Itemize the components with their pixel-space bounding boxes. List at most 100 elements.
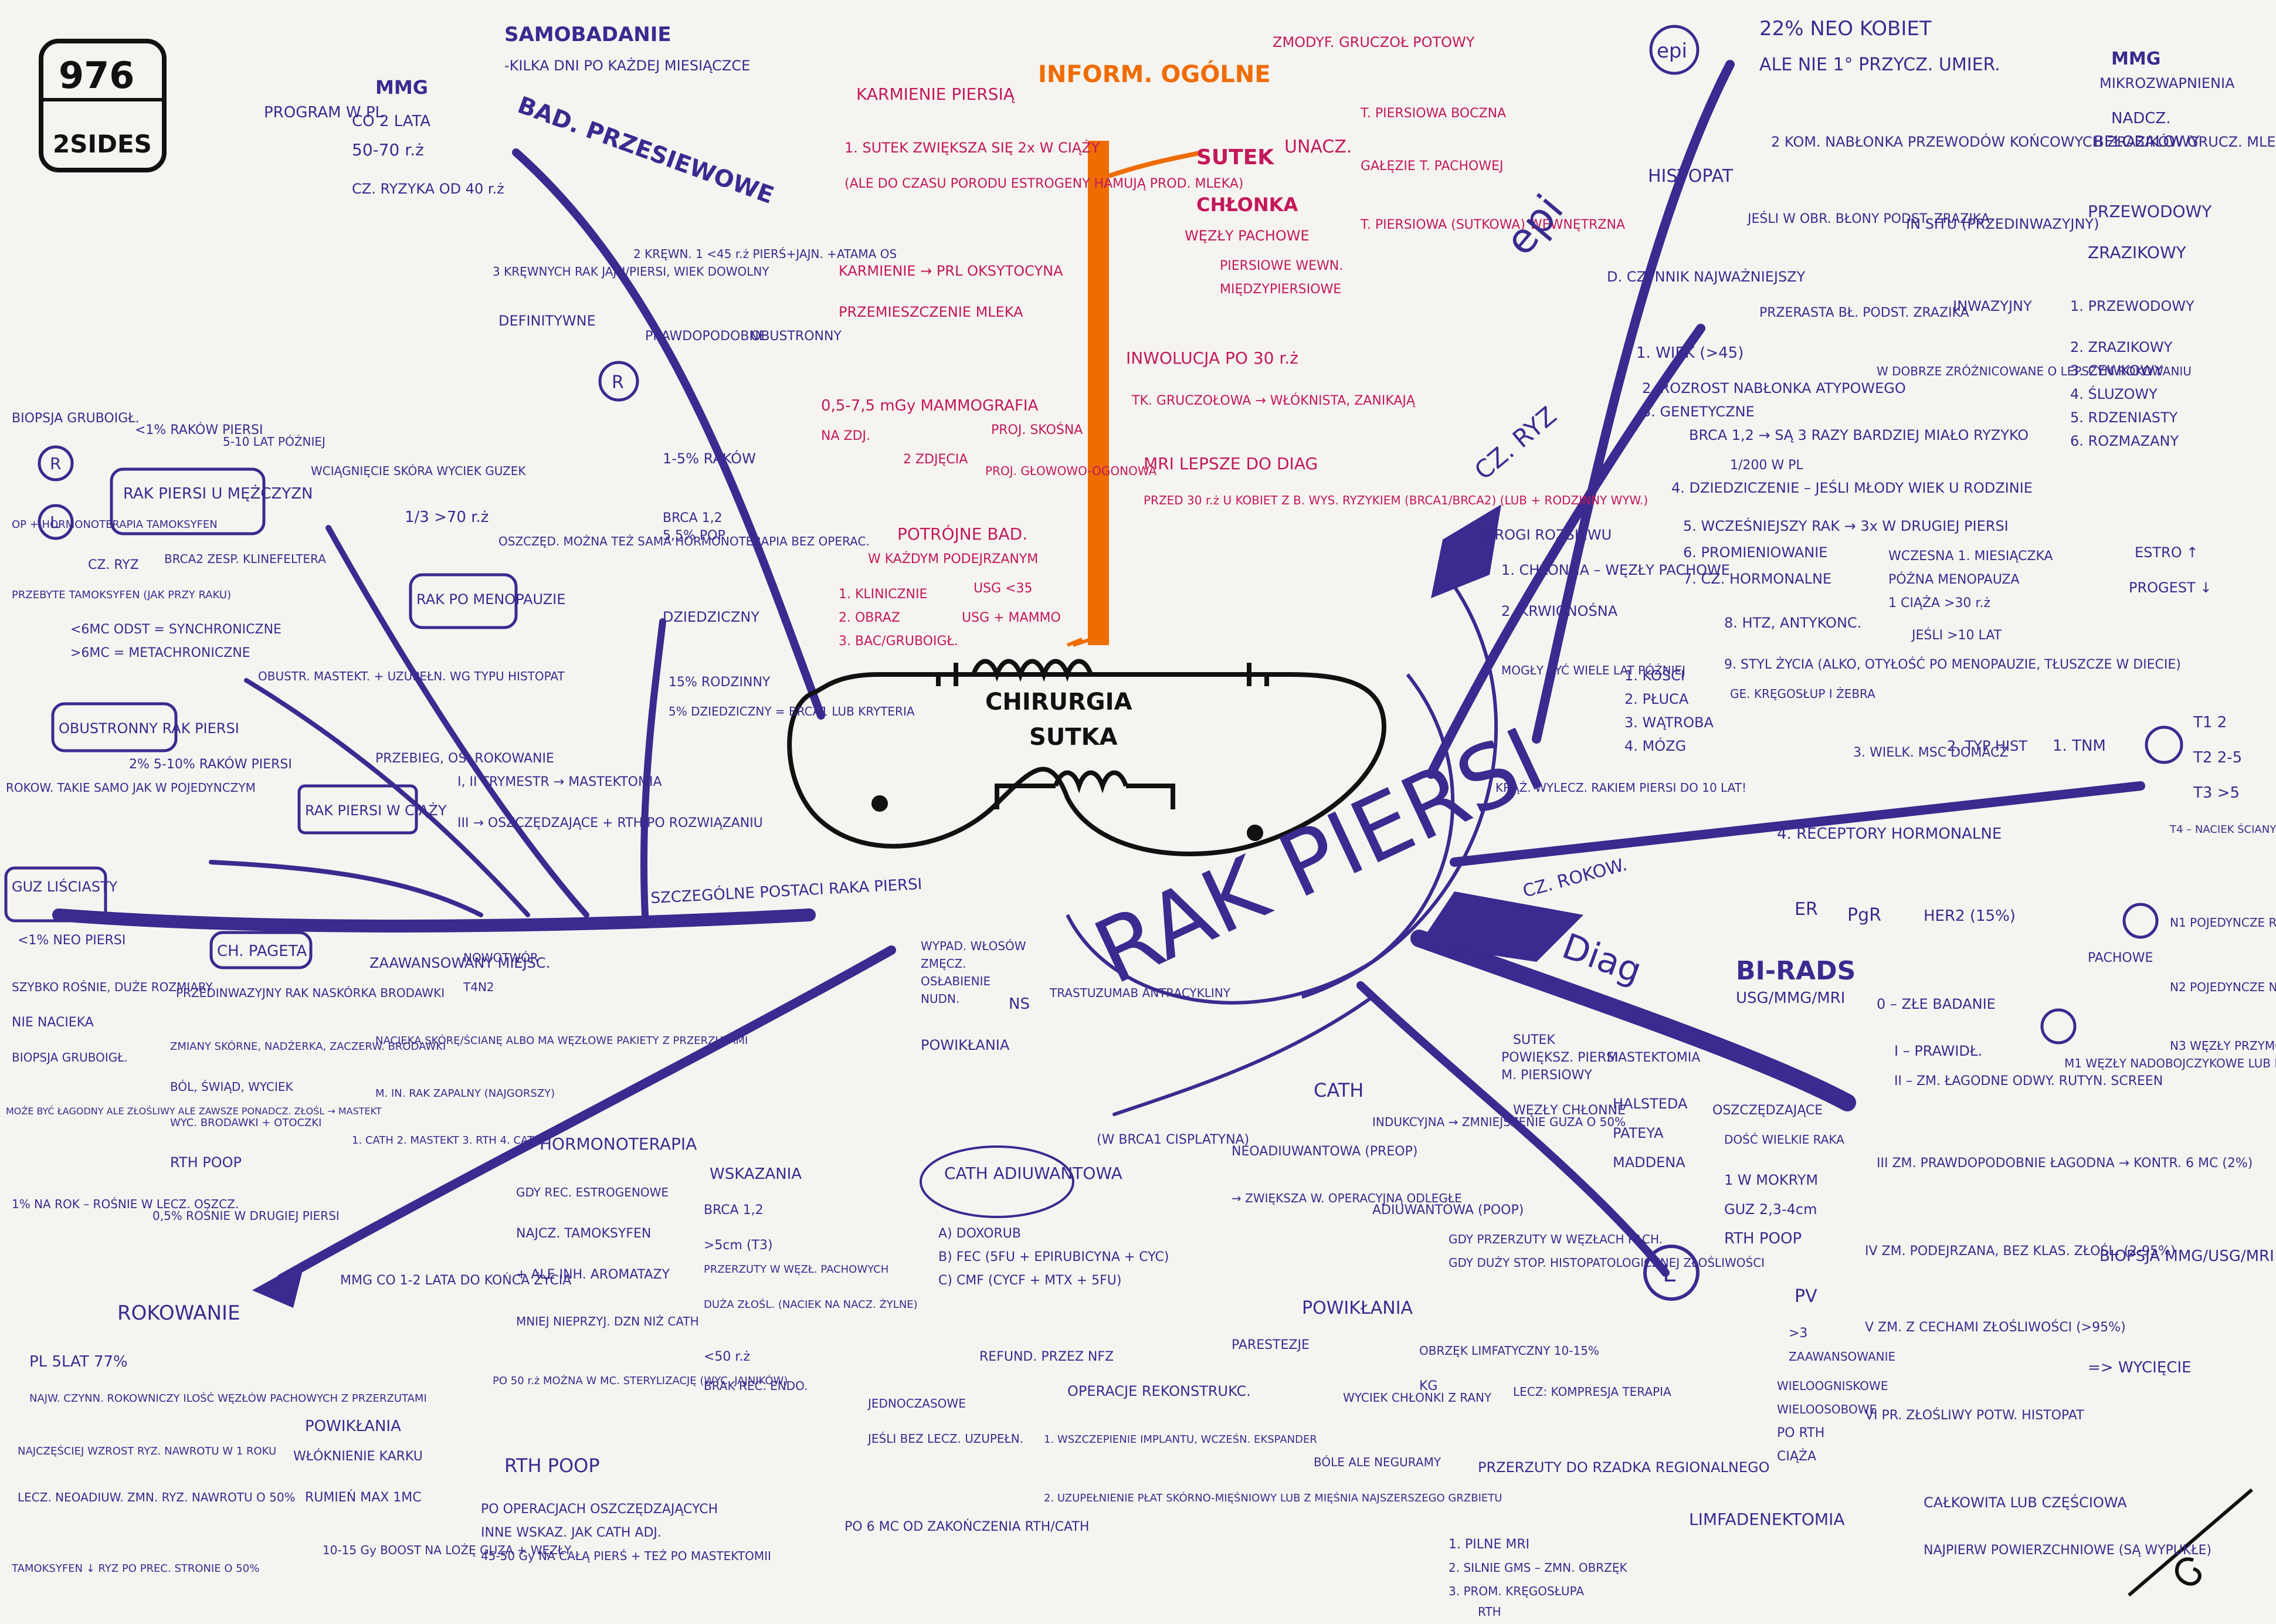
header-sides: 2SIDES (53, 130, 152, 158)
epi-kom: 2 KOM. NABŁONKA PRZEWODÓW KOŃCOWYCH ZRAZ… (1771, 133, 2276, 150)
wezly-item-1: PIERSIOWE WEWN. (1220, 259, 1343, 273)
left-dziedziczny: DZIEDZICZNY (663, 609, 759, 625)
histopat: HISTOPAT (1648, 166, 1734, 187)
diag-pow-4: PARESTEZJE (1232, 1338, 1310, 1352)
inwolucja: INWOLUCJA PO 30 r.ż (1126, 348, 1298, 368)
ryz-horm-2: PÓŹNA MENOPAUZA (1888, 572, 2020, 587)
mri-desc: PRZED 30 r.ż U KOBIET Z B. WYS. RYZYKIEM… (1144, 493, 1648, 507)
bac: 3. BAC/GRUBOIGŁ. (839, 634, 958, 649)
diag-biopsja: BIOPSJA MMG/USG/MRI (2099, 1247, 2274, 1265)
wezly-item-2: MIĘDZYPIERSIOWE (1220, 282, 1341, 297)
branch-diag: Diag BI-RADS USG/MMG/MRI 0 – ZŁE BADANIE… (1232, 925, 2274, 1619)
drogi-k-4: 4. MÓZG (1624, 737, 1686, 754)
rth-poop: RTH POOP (504, 1455, 600, 1477)
pv-1: >3 (1789, 1326, 1807, 1341)
wsk-4: DUŻA ZŁOŚL. (NACIEK NA NACZ. ŻYLNE) (704, 1298, 918, 1311)
branch-cz-ryz: CZ. RYZ D. CZYNNIK NAJWAŻNIEJSZY 1. WIEK… (1469, 268, 2212, 672)
left-rok-2: 0,5% ROŚNIE W DRUGIEJ PIERSI (152, 1209, 340, 1223)
mastek-3: MADDENA (1613, 1154, 1685, 1171)
left-biopsja: BIOPSJA GRUBOIGŁ. (12, 411, 140, 426)
r-circle-label-2: R (612, 372, 624, 393)
ryz-8: 8. HTZ, ANTYKONC. (1724, 615, 1861, 631)
przerzuty-3: 3. PROM. KRĘGOSŁUPA (1449, 1584, 1584, 1598)
ryz-4: 4. DZIEDZICZENIE – JEŚLI MŁODY WIEK U RO… (1671, 479, 2033, 496)
left-zaaw: ZAAWANSOWANY MIEJSC. (369, 955, 550, 971)
wsk-6: BRAK REC. ENDO. (704, 1379, 808, 1393)
drogi-chlonna: 1. CHŁONNA – WĘZŁY PACHOWE (1501, 562, 1730, 578)
diag-pow-2: KG (1419, 1379, 1437, 1394)
limfa-1: CAŁKOWITA LUB CZĘŚCIOWA (1924, 1493, 2127, 1511)
epi-wyzszy: W DOBRZE ZRÓŻNICOWANE O LEPSZYM ROKOWANI… (1877, 364, 2192, 378)
drogi-krwionosna: 2. KRWIONOŚNA (1501, 602, 1618, 619)
pv-5: PO RTH (1777, 1426, 1824, 1440)
epi-belobaly: BEŁOBALOWY (2094, 133, 2200, 151)
chlonka: CHŁONKA (1196, 194, 1298, 216)
diag-pow-6: BÓLE ALE NEGURAMY (1314, 1455, 1441, 1469)
diag-wyciecie: => WYCIĘCIE (2088, 1359, 2192, 1376)
ns-label: NS (1009, 995, 1030, 1013)
left-rok-4: NAJW. CZYNN. ROKOWNICZY ILOŚĆ WĘZŁÓW PAC… (29, 1392, 427, 1405)
l-circle-label-1: L (50, 513, 59, 532)
signature (2128, 1488, 2253, 1597)
header-number: 976 (59, 54, 134, 97)
potrojne-desc: W KAŻDYM PODEJRZANYM (868, 551, 1038, 567)
left-menopauza: RAK PO MENOPAUZIE (416, 591, 565, 608)
diag-powiklania: POWIKŁANIA (1302, 1298, 1413, 1318)
przerzuty-2: 2. SILNIE GMS – ZMN. OBRZĘK (1449, 1561, 1628, 1575)
birads: BI-RADS (1736, 956, 1856, 986)
ryz-2: 2. ROZROST NABŁONKA ATYPOWEGO (1642, 380, 1906, 396)
inwolucja-desc: TK. GRUCZOŁOWA → WŁÓKNISTA, ZANIKAJĄ (1131, 393, 1416, 408)
proj-skosna: PROJ. SKOŚNA (991, 422, 1083, 438)
drogi-k-2: 2. PŁUCA (1624, 691, 1689, 707)
wsk-3: PRZERZUTY W WĘZŁ. PACHOWYCH (704, 1263, 888, 1276)
mastek: MASTEKTOMIA (1607, 1050, 1700, 1065)
left-mmg-co: MMG CO 1-2 LATA DO KOŃCA ŻYCIA (340, 1273, 571, 1288)
birads-0: 0 – ZŁE BADANIE (1877, 996, 1996, 1012)
drogi-ge: GE. KRĘGOSŁUP I ŻEBRA (1730, 687, 1875, 701)
diag-cath: CATH (1314, 1079, 1363, 1101)
diag-adiuw-1: GDY PRZERZUTY W WĘZŁACH PACH. (1449, 1232, 1663, 1246)
osz-4: RTH POOP (1724, 1230, 1802, 1247)
hormono: HORMONOTERAPIA (540, 1134, 697, 1154)
rth-boost: 10-15 Gy BOOST NA LOŻĘ GUZA + WĘZŁY (323, 1543, 572, 1557)
hormono-3: + ALE INH. AROMATAZY (516, 1267, 670, 1282)
pow2-4: NUDN. (921, 992, 959, 1006)
rokow-n3: N3 WĘZŁY PRZYMOSTKOWE POSTEŃNE (2170, 1039, 2276, 1053)
rokow-receptory: 4. RECEPTORY HORMONALNE (1777, 825, 2002, 843)
diag-neo-desc: → ZWIĘKSZA W. OPERACYJNĄ ODLEGŁE (1232, 1191, 1462, 1205)
ryz-htz-note: JEŚLI >10 LAT (1911, 628, 2002, 643)
l-circle-label: L (1663, 1260, 1676, 1287)
pow2-2: ZMĘCZ. (921, 957, 966, 971)
birads-3: III ZM. PRAWDOPODOBNIE ŁAGODNA → KONTR. … (1877, 1156, 2253, 1171)
pow2-title: POWIKŁANIA (921, 1037, 1010, 1053)
pow2-3: OSŁABIENIE (921, 974, 991, 988)
rokow-er: ER (1795, 899, 1818, 920)
rokow-n1: N1 POJEDYNCZE RUCHOME (2170, 916, 2276, 930)
left-rok-1: 1% NA ROK – ROŚNIE W LECZ. OSZCZ. (12, 1197, 239, 1211)
ryz-brca-rate: 1/200 W PL (1730, 458, 1803, 473)
osz-2: 1 W MOKRYM (1724, 1172, 1818, 1188)
pv-title: PV (1795, 1286, 1817, 1307)
branch-epi: epi epi 22% NEO KOBIET ALE NIE 1° PRZYCZ… (1495, 17, 2276, 449)
age-range: 50-70 r.ż (352, 140, 424, 160)
diag-pow-3: LECZ: KOMPRESJA TERAPIA (1513, 1385, 1671, 1399)
ryz-horm-1: WCZESNA 1. MIESIĄCZKA (1888, 549, 2053, 564)
left-paget: CH. PAGETA (217, 942, 307, 960)
wezly: WĘZŁY PACHOWE (1185, 228, 1310, 244)
diag-adiuw: ADIUWANTOWA (POOP) (1372, 1203, 1524, 1218)
samobadanie-desc: -KILKA DNI PO KAŻDEJ MIESIĄCZCE (504, 57, 750, 74)
ryz-1: 1. WIEK (>45) (1636, 344, 1744, 362)
left-meno-2: OSZCZĘD. MOŻNA TEŻ SAMA HORMONOTERAPIA B… (498, 534, 870, 548)
left-ob-2: >6MC = METACHRONICZNE (70, 646, 250, 660)
epi-type-4: 4. ŚLUZOWY (2070, 385, 2158, 402)
center-subtitle-top: CHIRURGIA (985, 689, 1132, 716)
center-breast-drawing (787, 659, 1387, 856)
inform-trunk (1066, 141, 1203, 647)
mri: MRI LEPSZE DO DIAG (1144, 454, 1318, 473)
left-prz: PRZEBYTE TAMOKSYFEN (JAK PRZY RAKU) (12, 589, 231, 601)
left-ob-3: OBUSTR. MASTEKT. + UZUPEŁN. WG TYPU HIST… (258, 669, 565, 683)
przerzuty-1: 1. PILNE MRI (1449, 1537, 1529, 1552)
oper-2: 2. UZUPEŁNIENIE PŁAT SKÓRNO-MIĘŚNIOWY LU… (1044, 1491, 1502, 1504)
rokow-wielk: 3. WIELK. MSC DOMACZ (1853, 745, 2008, 760)
karmienie-prl: KARMIENIE → PRL OKSYTOCYNA (839, 263, 1063, 279)
